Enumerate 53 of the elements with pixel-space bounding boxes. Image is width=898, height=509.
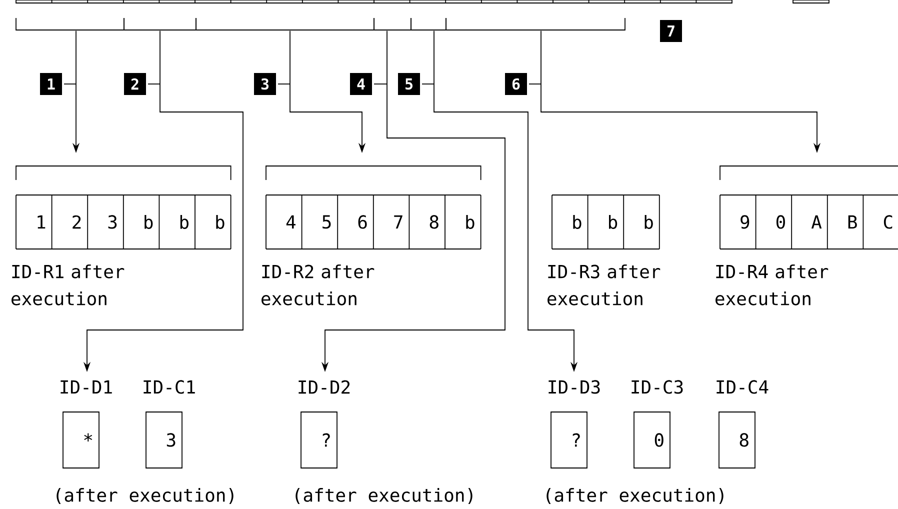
node-label: b [144,215,153,229]
callout-number: 1 [40,73,62,95]
node-label: 6 [358,215,367,229]
callout-number: 7 [660,20,682,42]
node-label: ID-R2 after execution [262,264,374,306]
callout-number: 6 [505,73,527,95]
bracket [196,18,374,30]
node-label: 5 [322,215,331,229]
node-label: 2 [72,215,81,229]
value-cell: 8 [718,412,756,468]
node-label: b [216,215,224,229]
node-label: A [811,215,822,229]
callout-number: 2 [124,73,146,95]
node-label: 4 [286,215,296,229]
register-cells: 1 2 3 b b b [16,194,232,250]
cell-label: ID-D3 [548,380,600,394]
node-label: 1 [38,215,46,229]
value-cell: 3 [146,412,182,468]
register-cells: b b b [552,194,660,250]
node-label: 7 [394,215,402,229]
cell-label: ID-D1 [60,380,112,394]
cell-label: ID-D2 [298,380,350,394]
bracket [410,18,446,30]
callout-number: 5 [398,73,420,95]
node-label: ID-R3 after execution [548,264,660,306]
node-label: ID-R4 after execution [716,264,828,306]
node-label: 9 [740,215,750,229]
node-label: 3 [108,215,117,229]
value-cell: ? [550,412,588,468]
node-label: b [466,215,474,229]
node-label: b [180,215,188,229]
cell-label: ID-C4 [716,380,768,394]
node-label: C [884,215,892,229]
value-cell: ? [300,412,338,468]
bracket [124,18,196,30]
bracket [446,18,626,30]
cell-label: ID-C1 [144,380,195,394]
node-label: 8 [430,215,438,229]
note: (after execution) [296,488,472,504]
cell-label: ID-C3 [632,380,683,394]
bracket [16,18,124,30]
note: (after execution) [56,488,234,504]
bracket [374,18,412,30]
node-label: B [848,215,857,229]
register-cells: 9 0 A B C [720,194,898,250]
node-label: ID-R1 after execution [12,264,124,306]
node-label: 0 [776,215,785,229]
value-cell: 0 [634,412,670,468]
callout-number: 3 [254,73,276,95]
callout-number: 4 [350,73,372,95]
value-cell: * [62,412,100,468]
register-cells: 4 5 6 7 8 b [266,194,482,250]
note: (after execution) [546,488,724,504]
